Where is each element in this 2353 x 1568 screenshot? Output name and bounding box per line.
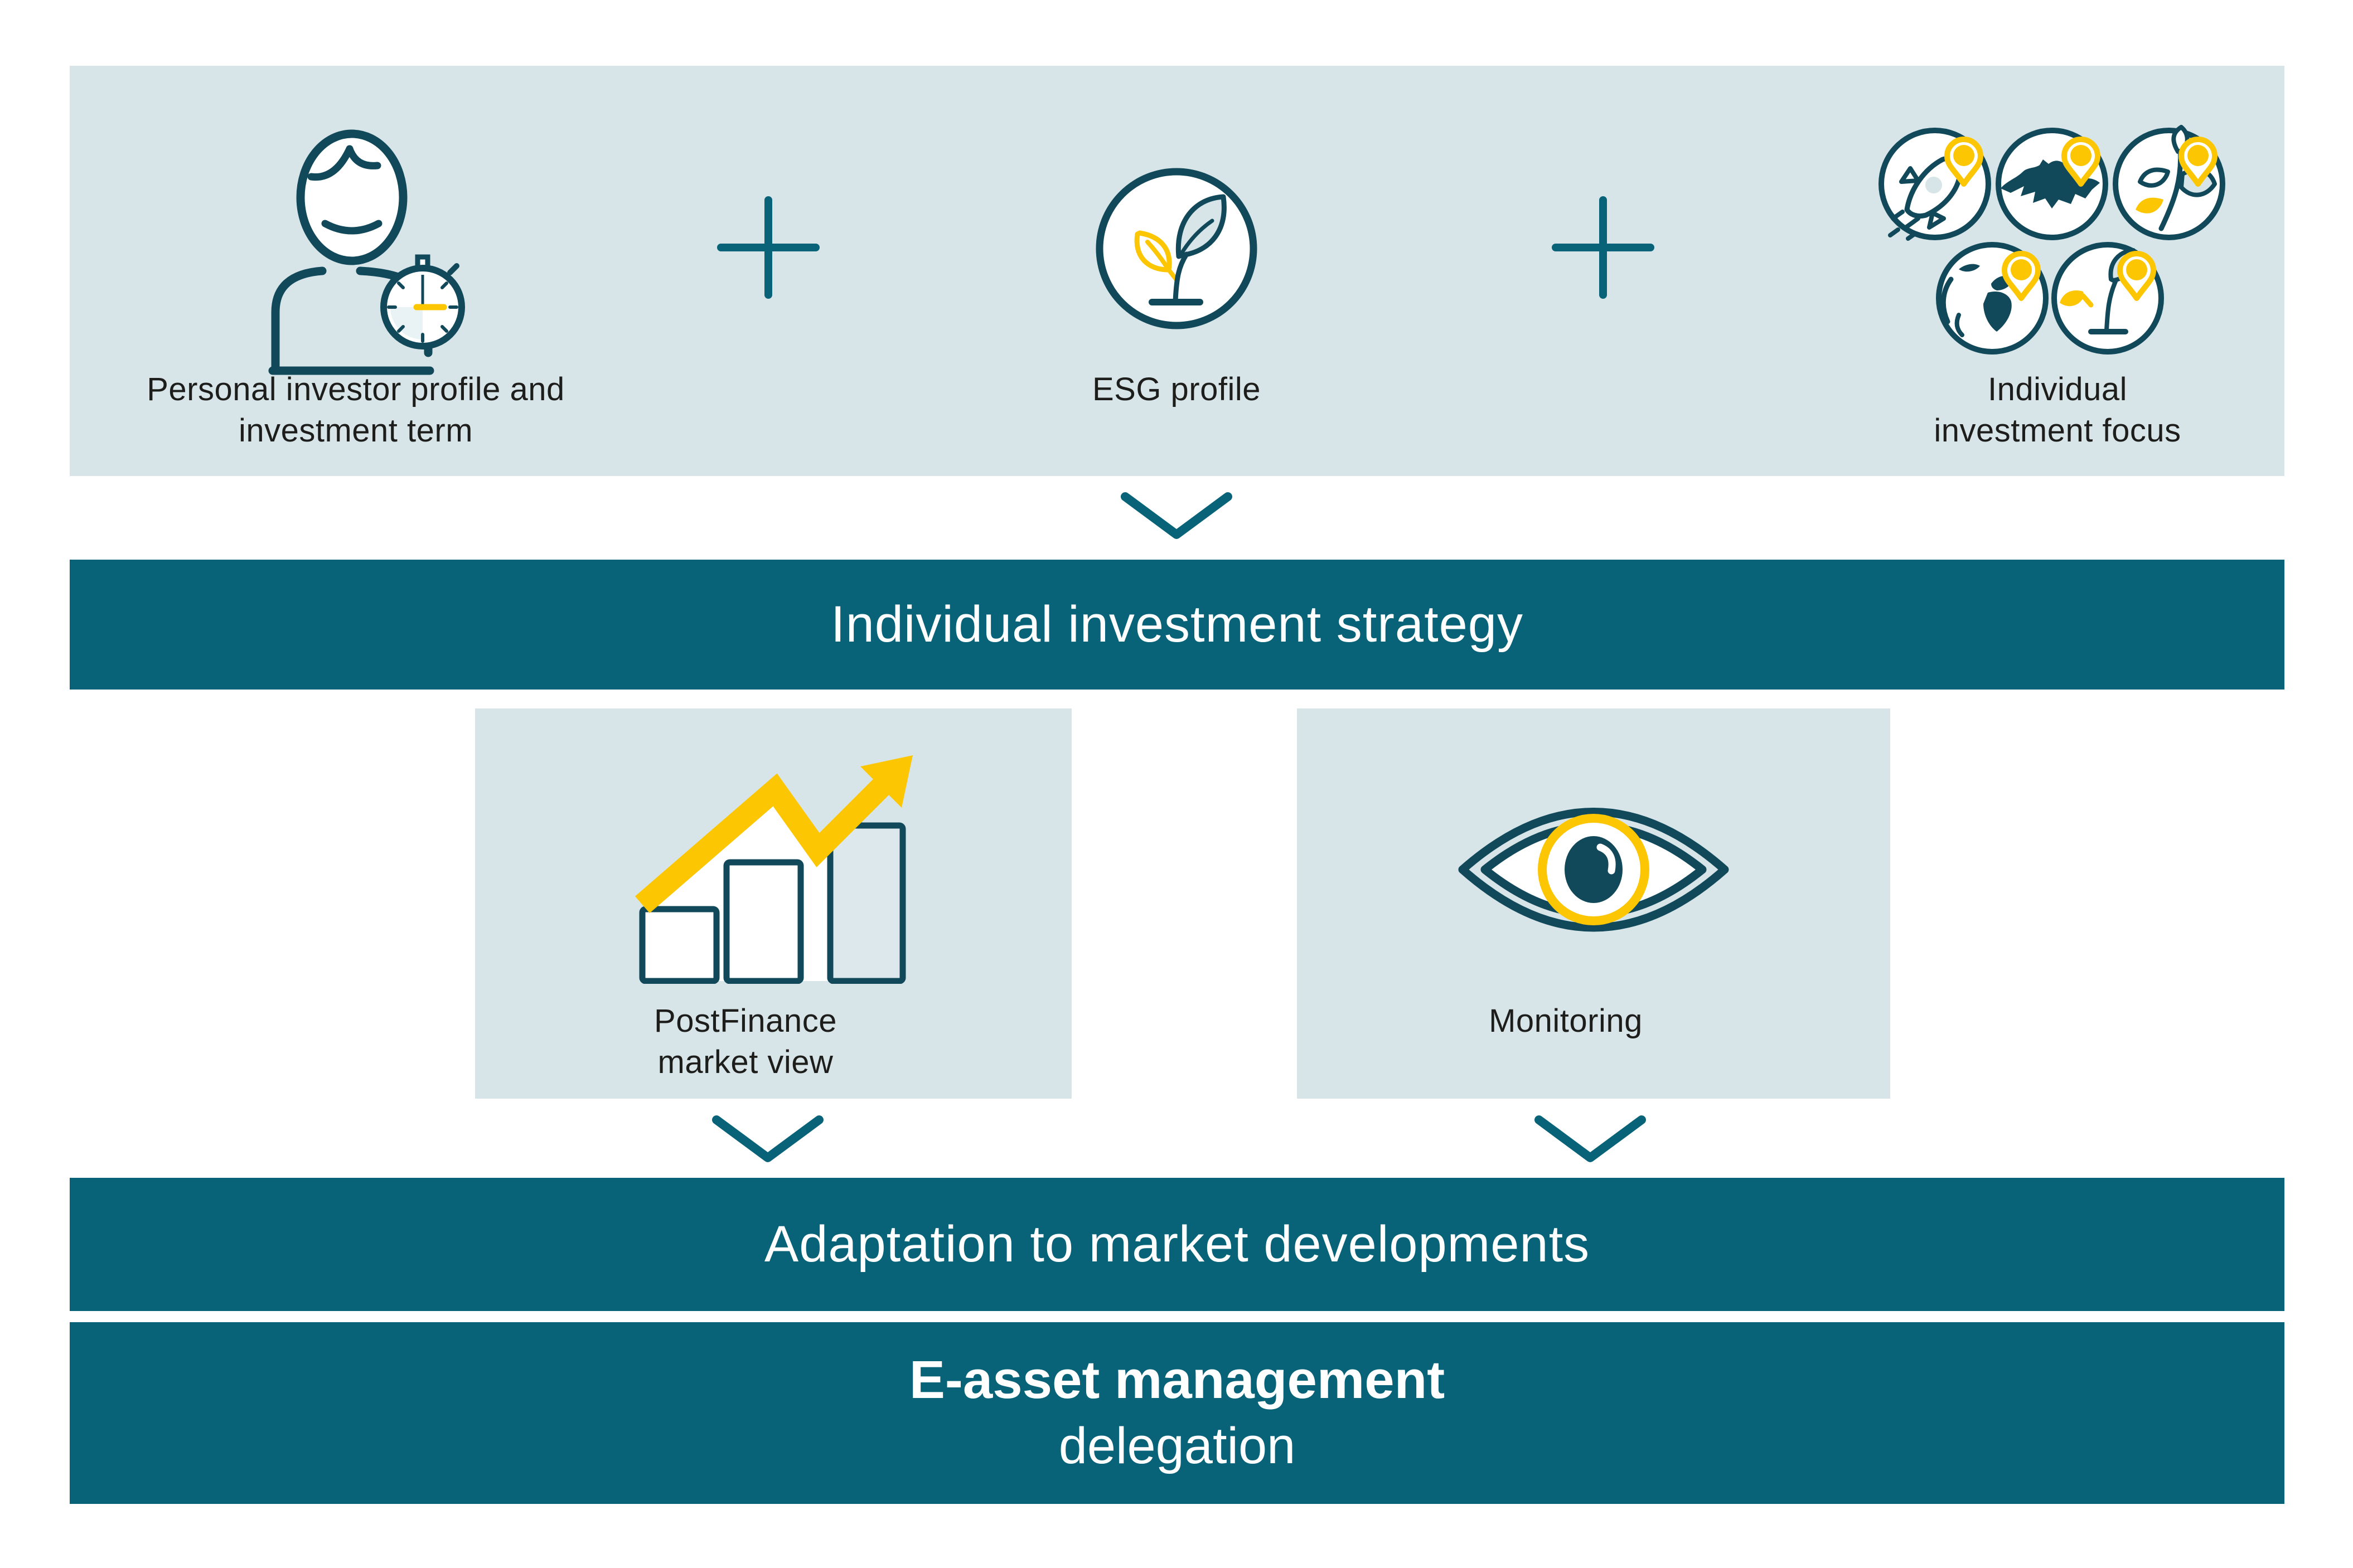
market-view-label-line2: market view xyxy=(657,1044,834,1080)
delegation-band-line1: E-asset management xyxy=(909,1350,1445,1410)
investor-stopwatch-icon xyxy=(268,129,465,375)
location-pin-icon xyxy=(1944,137,1983,187)
investor-profile-label-line2: investment term xyxy=(238,412,473,449)
delegation-band-line2: delegation xyxy=(1058,1417,1296,1474)
strategy-band: Individual investment strategy xyxy=(70,560,2284,690)
chevron-down-icon xyxy=(1534,1115,1646,1162)
esg-profile-label: ESG profile xyxy=(926,369,1427,410)
delegation-band: E-asset management delegation xyxy=(70,1322,2284,1504)
investor-profile-label: Personal investor profile and investment… xyxy=(105,369,607,452)
investor-profile-label-line1: Personal investor profile and xyxy=(147,371,565,407)
market-view-label: PostFinance market view xyxy=(495,1001,996,1083)
market-view-box: PostFinance market view xyxy=(475,708,1072,1099)
market-view-label-line1: PostFinance xyxy=(654,1003,837,1039)
location-pin-icon xyxy=(2002,251,2041,301)
globe-icon xyxy=(1940,264,2013,337)
market-chart-icon xyxy=(635,755,913,984)
location-pin-icon xyxy=(2178,137,2218,187)
esg-plant-icon xyxy=(1096,168,1257,329)
adaptation-band-label: Adaptation to market developments xyxy=(764,1216,1590,1273)
investment-focus-badges-icon xyxy=(1878,125,2225,355)
top-inputs-panel: Personal investor profile and investment… xyxy=(70,66,2284,476)
monitoring-label: Monitoring xyxy=(1315,1001,1817,1042)
adaptation-band: Adaptation to market developments xyxy=(70,1178,2284,1311)
plus-icon xyxy=(717,196,820,299)
rocket-icon xyxy=(1888,156,1963,241)
monitoring-label-line1: Monitoring xyxy=(1489,1003,1643,1039)
strategy-band-label: Individual investment strategy xyxy=(831,596,1523,653)
monitoring-box: Monitoring xyxy=(1297,708,1890,1099)
location-pin-icon xyxy=(2117,251,2156,301)
plus-icon xyxy=(1552,196,1654,299)
location-pin-icon xyxy=(2061,137,2100,187)
chevron-down-icon xyxy=(712,1115,824,1162)
investment-focus-label-line1: Individual xyxy=(1987,371,2128,407)
eye-icon xyxy=(1458,808,1729,932)
chevron-down-icon xyxy=(1121,492,1232,539)
investment-focus-label: Individual investment focus xyxy=(1807,369,2308,452)
esg-profile-label-line1: ESG profile xyxy=(1092,371,1261,407)
investment-focus-label-line2: investment focus xyxy=(1934,412,2181,449)
